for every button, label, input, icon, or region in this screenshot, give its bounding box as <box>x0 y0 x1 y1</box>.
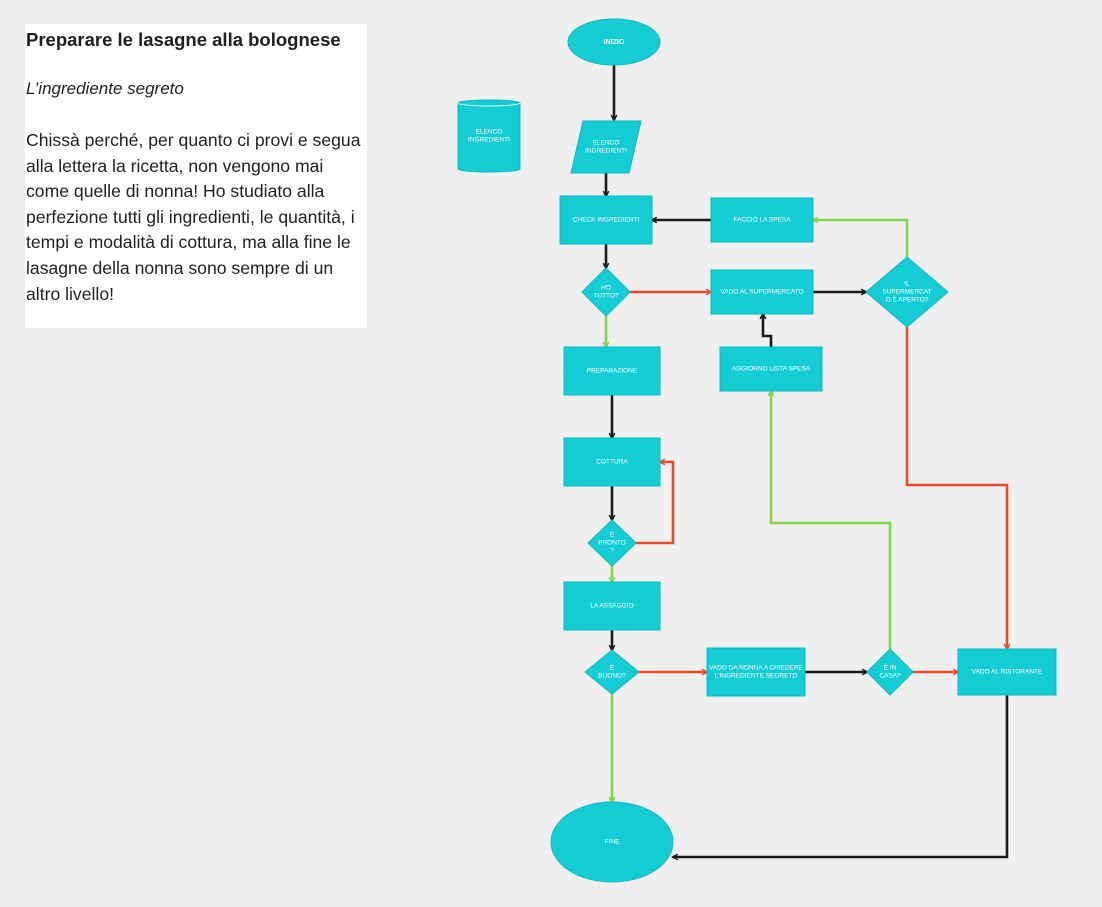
note-title: Preparare le lasagne alla bolognese <box>26 29 341 50</box>
node-label: L'INGREDIENTE SEGRETO <box>715 673 798 680</box>
node-start[interactable]: INIZIO <box>567 18 661 66</box>
node-label: HO <box>601 285 611 292</box>
node-label: IL <box>904 281 910 288</box>
connector-arrow-8 <box>905 327 1007 649</box>
connector-arrow-11 <box>763 314 773 347</box>
node-cooking[interactable]: COTTURA <box>563 437 661 487</box>
description-note: Preparare le lasagne alla bolognese L’in… <box>25 24 367 328</box>
node-label: FACCIO LA SPESA <box>733 217 791 224</box>
node-label: BUONO? <box>598 673 626 680</box>
node-label: INGREDIENTI <box>468 137 510 144</box>
node-label: ELENCO <box>593 140 620 147</box>
node-shopping[interactable]: FACCIO LA SPESA <box>710 197 814 243</box>
node-label: ? <box>610 548 614 555</box>
node-label: È <box>610 530 615 539</box>
node-label: VADO DA NONNA A CHIEDERE <box>709 665 804 672</box>
node-label: LA ASSAGGIO <box>590 603 633 610</box>
node-update-list[interactable]: AGGIORNO LISTA SPESA <box>719 346 823 392</box>
node-end[interactable]: FINE <box>550 801 674 883</box>
node-label: SUPERMERCAT <box>882 289 931 296</box>
connector-arrow-21 <box>673 695 1009 857</box>
note-subtitle: L’ingrediente segreto <box>26 79 184 98</box>
node-label: È <box>610 663 615 672</box>
node-label: VADO AL RISTORANTE <box>972 669 1043 676</box>
node-label: AGGIORNO LISTA SPESA <box>732 366 811 373</box>
connector-arrow-7 <box>813 220 909 257</box>
node-label: FINE <box>605 839 620 846</box>
node-label: PREPARAZIONE <box>587 368 638 375</box>
node-label: ELENCO <box>476 129 503 136</box>
node-prep[interactable]: PREPARAZIONE <box>563 346 661 396</box>
node-go-supermarket[interactable]: VADO AL SUPERMERCATO <box>710 269 814 315</box>
node-label: COTTURA <box>596 459 628 466</box>
node-label: VADO AL SUPERMERCATO <box>720 289 803 296</box>
node-label: TUTTO? <box>593 293 619 300</box>
connector-arrow-19 <box>771 391 892 649</box>
connector-arrow-13 <box>636 462 675 545</box>
node-label: È IN <box>884 663 897 672</box>
node-label: INGREDIENTI <box>585 148 627 155</box>
note-body: Chissà perché, per quanto ci provi e seg… <box>26 130 361 304</box>
node-label: PRONTO <box>598 540 626 547</box>
node-label: CHECK INGREDIENTI <box>573 217 640 224</box>
node-label: O È APERTO? <box>886 295 929 304</box>
node-restaurant[interactable]: VADO AL RISTORANTE <box>957 648 1057 696</box>
node-check[interactable]: CHECK INGREDIENTI <box>559 195 653 245</box>
node-label: INIZIO <box>604 39 625 46</box>
node-label: CASA? <box>879 673 901 680</box>
node-taste[interactable]: LA ASSAGGIO <box>563 581 661 631</box>
